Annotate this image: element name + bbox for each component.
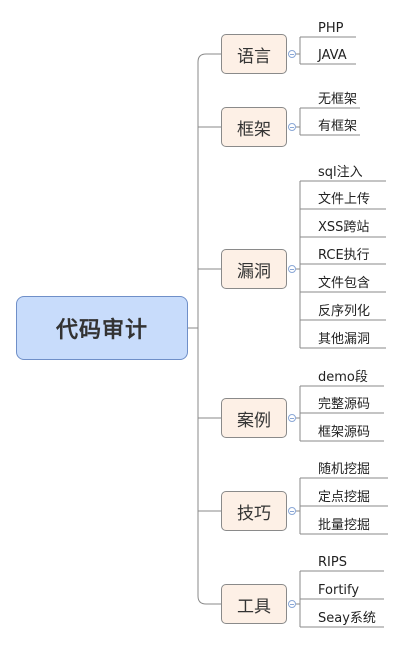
leaf-batch-mining[interactable]: 批量挖掘 [318,518,371,533]
leaf-with-framework[interactable]: 有框架 [318,119,358,134]
collapse-toggle-icon[interactable] [288,265,296,273]
collapse-toggle-icon[interactable] [288,507,296,515]
leaf-file-upload[interactable]: 文件上传 [318,192,371,207]
branch-technique[interactable]: 技巧 [221,491,287,531]
leaf-demo-snippet[interactable]: demo段 [318,370,368,385]
leaf-seay[interactable]: Seay系统 [318,611,376,626]
leaf-framework-source[interactable]: 框架源码 [318,425,371,440]
leaf-rce[interactable]: RCE执行 [318,248,370,263]
leaf-targeted-mining[interactable]: 定点挖掘 [318,490,371,505]
leaf-php[interactable]: PHP [318,21,344,36]
branch-vulnerability[interactable]: 漏洞 [221,249,287,289]
collapse-toggle-icon[interactable] [288,600,296,608]
branch-tool[interactable]: 工具 [221,584,287,624]
leaf-other-vulns[interactable]: 其他漏洞 [318,332,371,347]
collapse-toggle-icon[interactable] [288,50,296,58]
leaf-java[interactable]: JAVA [318,48,347,63]
leaf-file-inclusion[interactable]: 文件包含 [318,276,371,291]
root-topic[interactable]: 代码审计 [16,296,188,360]
branch-connector [197,595,221,605]
leaf-xss[interactable]: XSS跨站 [318,220,370,235]
collapse-toggle-icon[interactable] [288,123,296,131]
leaf-full-source[interactable]: 完整源码 [318,397,371,412]
leaf-no-framework[interactable]: 无框架 [318,92,358,107]
leaf-sql-injection[interactable]: sql注入 [318,165,363,180]
leaf-fortify[interactable]: Fortify [318,583,360,598]
leaf-deserialization[interactable]: 反序列化 [318,304,371,319]
branch-connector [197,53,221,63]
leaf-rips[interactable]: RIPS [318,555,347,570]
branch-case[interactable]: 案例 [221,398,287,438]
branch-language[interactable]: 语言 [221,34,287,74]
branch-framework[interactable]: 框架 [221,107,287,147]
collapse-toggle-icon[interactable] [288,414,296,422]
leaf-random-mining[interactable]: 随机挖掘 [318,462,371,477]
